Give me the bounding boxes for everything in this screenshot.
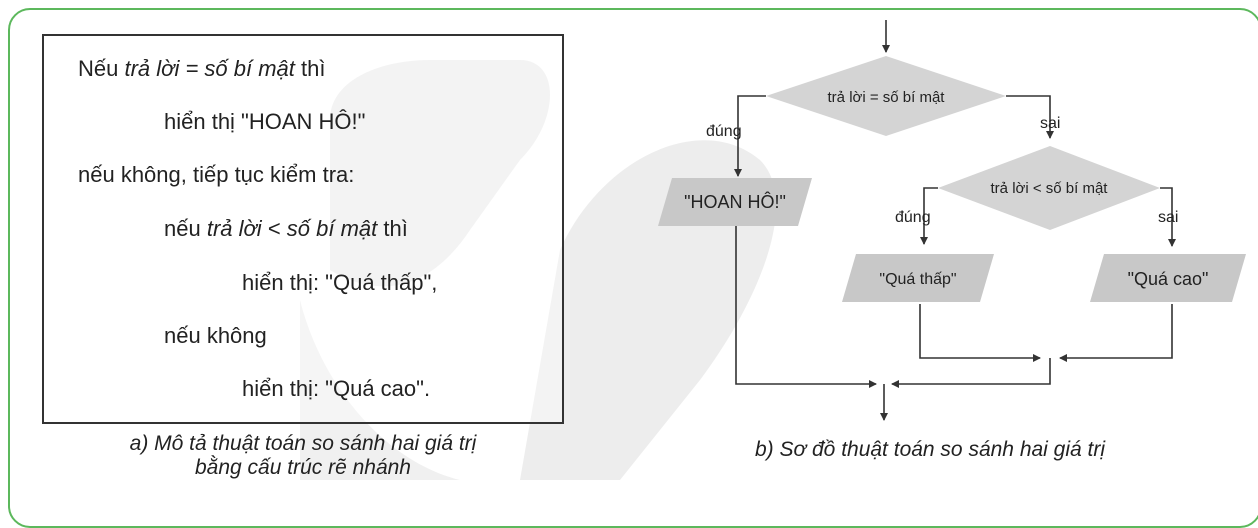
output-hoanho (658, 178, 812, 226)
high-to-merge (1059, 304, 1173, 362)
output-low-label: "Quá thấp" (879, 271, 956, 288)
caption-a-line1: a) Mô tả thuật toán so sánh hai giá trị (129, 432, 477, 455)
pseudo-line-1: Nếu trả lời = số bí mật thì (78, 56, 325, 82)
output-high-label: "Quá cao" (1128, 269, 1209, 289)
pseudo-text: thì (294, 56, 326, 81)
pseudo-line-5: hiển thị: "Quá thấp", (242, 270, 438, 295)
d2-no-label: sai (1158, 209, 1178, 226)
pseudo-line-4: nếu trả lời < số bí mật thì (164, 216, 408, 242)
decision-1-diamond (766, 56, 1006, 136)
caption-a: a) Mô tả thuật toán so sánh hai giá trị … (20, 432, 586, 480)
hoanho-to-merge (735, 226, 877, 388)
decision-2-diamond (938, 146, 1160, 230)
pseudo-line-2: hiển thị "HOAN HÔ!" (164, 109, 366, 134)
pseudo-italic: số bí mật (286, 216, 378, 241)
output-low (842, 254, 994, 302)
pseudo-line-3: nếu không, tiếp tục kiểm tra: (78, 162, 355, 187)
pseudo-text: Nếu (78, 56, 125, 81)
d1-yes-connector (734, 95, 766, 177)
pseudo-text: thì (377, 216, 408, 241)
pseudo-text: < (261, 216, 287, 241)
d2-no-connector (1160, 187, 1176, 247)
inner-merge-down (891, 358, 1051, 388)
low-to-merge (919, 304, 1041, 362)
d2-yes-connector (920, 187, 938, 245)
decision-1-label: trả lời = số bí mật (828, 89, 946, 106)
d1-no-connector (1006, 95, 1054, 139)
caption-a-line2: bằng cấu trúc rẽ nhánh (195, 456, 411, 479)
d1-no-label: sai (1040, 115, 1060, 132)
d1-yes-label: đúng (706, 123, 742, 140)
pseudo-text: nếu (164, 216, 207, 241)
decision-2-label: trả lời < số bí mật (991, 180, 1109, 197)
pseudo-line-6: nếu không (164, 323, 267, 348)
d2-yes-label: đúng (895, 209, 931, 226)
pseudo-italic: trả lời = số bí mật (124, 56, 295, 81)
flowchart: trả lời = số bí mật đúng sai "HOAN HÔ!" … (658, 20, 1246, 421)
output-hoanho-label: "HOAN HÔ!" (684, 191, 786, 212)
pseudocode-box: Nếu trả lời = số bí mật thì hiển thị "HO… (42, 34, 564, 424)
output-high (1090, 254, 1246, 302)
pseudo-italic: trả lời (206, 216, 262, 241)
caption-b: b) Sơ đồ thuật toán so sánh hai giá trị (754, 438, 1106, 461)
pseudo-line-7: hiển thị: "Quá cao". (242, 376, 431, 401)
